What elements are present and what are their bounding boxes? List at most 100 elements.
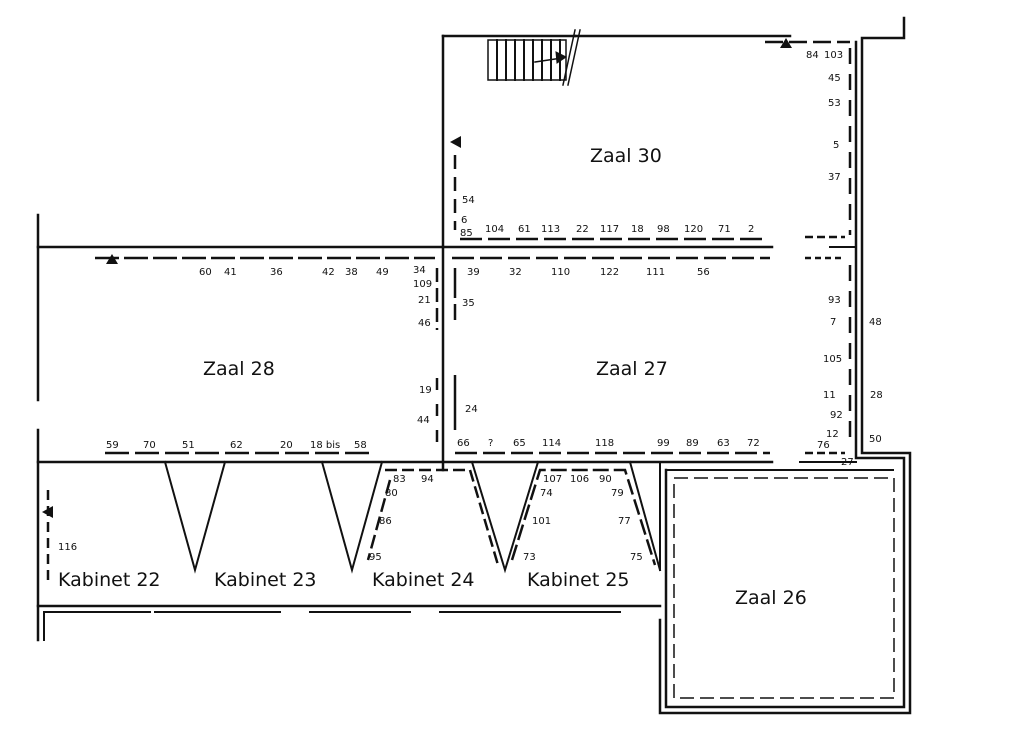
artwork-number: 101 <box>532 516 551 527</box>
stair-arrow-head <box>555 51 567 64</box>
artwork-number: 98 <box>657 224 670 235</box>
artwork-number: 103 <box>824 50 843 61</box>
artwork-number: 72 <box>747 438 760 449</box>
divider-kabinet-25-26 <box>628 460 662 572</box>
stair-break <box>567 29 581 86</box>
artwork-number: 12 <box>826 429 839 440</box>
artwork-number: 71 <box>718 224 731 235</box>
entrance-arrow-icon <box>42 506 53 518</box>
artwork-number: 34 <box>413 265 426 276</box>
room-label-kabinet25: Kabinet 25 <box>527 569 630 591</box>
entrance-arrow-icon <box>106 254 118 264</box>
entrance-arrow-icon <box>450 136 461 148</box>
room-label-zaal30: Zaal 30 <box>590 145 662 167</box>
room-label-zaal27: Zaal 27 <box>596 358 668 380</box>
hang-kabinet24 <box>385 468 500 566</box>
artwork-number: 36 <box>270 267 283 278</box>
artwork-number: 41 <box>224 267 237 278</box>
staircase-outline <box>487 39 567 81</box>
artwork-number: 49 <box>376 267 389 278</box>
room-labels: Zaal 30 Zaal 28 Zaal 27 Zaal 26 Kabinet … <box>58 145 807 609</box>
artwork-numbers: 84 103 45 53 5 37 54 6 85 104 61 113 22 … <box>58 50 883 563</box>
artwork-number: 24 <box>465 404 478 415</box>
artwork-number: 11 <box>823 390 836 401</box>
divider-kabinet-24-25 <box>470 460 540 574</box>
stair-break <box>562 29 576 86</box>
artwork-number: 32 <box>509 267 522 278</box>
artwork-number: 42 <box>322 267 335 278</box>
artwork-number: 84 <box>806 50 819 61</box>
artwork-number: 116 <box>58 542 77 553</box>
artwork-number: 61 <box>518 224 531 235</box>
staircase <box>487 29 581 86</box>
artwork-number: 85 <box>460 228 473 239</box>
artwork-number: 80 <box>385 488 398 499</box>
divider-kabinet-23-24 <box>320 460 384 574</box>
artwork-number: 58 <box>354 440 367 451</box>
room-label-kabinet24: Kabinet 24 <box>372 569 475 591</box>
artwork-number: 56 <box>697 267 710 278</box>
artwork-number: 18 bis <box>310 440 340 451</box>
room-label-zaal26: Zaal 26 <box>735 587 807 609</box>
artwork-number: 62 <box>230 440 243 451</box>
artwork-number: 122 <box>600 267 619 278</box>
artwork-number: 27 <box>841 457 854 468</box>
artwork-number: 95 <box>369 552 382 563</box>
artwork-number: 63 <box>717 438 730 449</box>
divider-kabinet-22-23 <box>163 460 227 574</box>
artwork-number: 19 <box>419 385 432 396</box>
artwork-number: 104 <box>485 224 504 235</box>
artwork-number: 118 <box>595 438 614 449</box>
artwork-number: 7 <box>830 317 836 328</box>
artwork-number: 109 <box>413 279 432 290</box>
artwork-number: 5 <box>833 140 839 151</box>
walls <box>36 16 912 715</box>
hang-kabinet25 <box>510 468 657 566</box>
artwork-number: 60 <box>199 267 212 278</box>
artwork-number: 86 <box>379 516 392 527</box>
artwork-number: 46 <box>418 318 431 329</box>
artwork-number: 83 <box>393 474 406 485</box>
artwork-number: 6 <box>461 215 467 226</box>
artwork-number: 21 <box>418 295 431 306</box>
artwork-number: 66 <box>457 438 470 449</box>
artwork-number: 75 <box>630 552 643 563</box>
room-label-zaal28: Zaal 28 <box>203 358 275 380</box>
artwork-number: 113 <box>541 224 560 235</box>
artwork-number: ? <box>488 438 493 449</box>
artwork-number: 70 <box>143 440 156 451</box>
hanging-lines <box>46 40 895 699</box>
artwork-number: 28 <box>870 390 883 401</box>
artwork-number: 120 <box>684 224 703 235</box>
artwork-number: 77 <box>618 516 631 527</box>
artwork-number: 92 <box>830 410 843 421</box>
room-label-kabinet22: Kabinet 22 <box>58 569 161 591</box>
artwork-number: 93 <box>828 295 841 306</box>
artwork-number: 73 <box>523 552 536 563</box>
artwork-number: 48 <box>869 317 882 328</box>
artwork-number: 20 <box>280 440 293 451</box>
artwork-number: 2 <box>748 224 754 235</box>
artwork-number: 99 <box>657 438 670 449</box>
hang-zaal26 <box>673 477 895 699</box>
artwork-number: 117 <box>600 224 619 235</box>
wall-outer-right-outer <box>658 16 912 715</box>
artwork-number: 74 <box>540 488 553 499</box>
entrance-arrow-icon <box>780 38 792 48</box>
room-label-kabinet23: Kabinet 23 <box>214 569 317 591</box>
artwork-number: 111 <box>646 267 665 278</box>
artwork-number: 89 <box>686 438 699 449</box>
artwork-number: 76 <box>817 440 830 451</box>
artwork-number: 39 <box>467 267 480 278</box>
artwork-number: 94 <box>421 474 434 485</box>
artwork-number: 65 <box>513 438 526 449</box>
hang-kabinet24-left <box>366 479 392 561</box>
artwork-number: 18 <box>631 224 644 235</box>
wall-kabinet-bottom-left <box>43 611 151 641</box>
artwork-number: 51 <box>182 440 195 451</box>
artwork-number: 90 <box>599 474 612 485</box>
artwork-number: 22 <box>576 224 589 235</box>
artwork-number: 106 <box>570 474 589 485</box>
artwork-number: 38 <box>345 267 358 278</box>
